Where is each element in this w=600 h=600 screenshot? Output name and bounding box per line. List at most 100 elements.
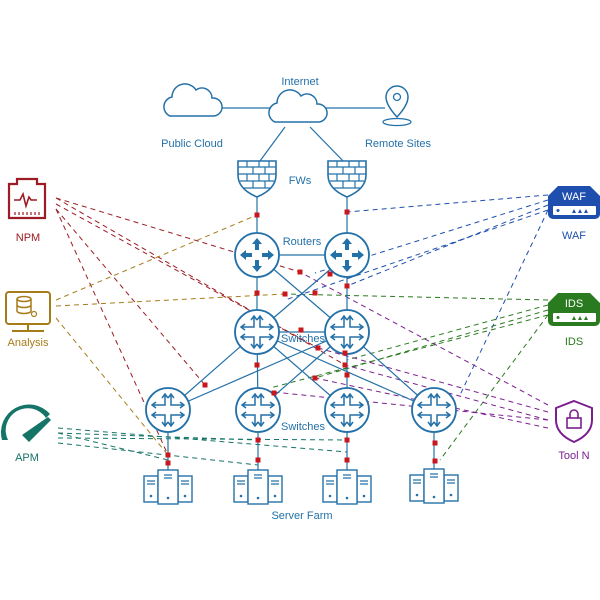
npm-label: NPM (16, 232, 40, 244)
router-circle (234, 232, 280, 278)
analysis-icon (5, 291, 51, 332)
server-led (415, 493, 419, 497)
server-unit (177, 475, 193, 503)
tool-waf[interactable]: WAF WAF (548, 186, 600, 242)
tap-connection (55, 203, 319, 349)
switch-arrows (239, 314, 275, 350)
switch-circle (145, 387, 191, 433)
tap-point (254, 212, 260, 218)
server-icon (409, 468, 459, 504)
tap-point (255, 457, 261, 463)
ids-appliance-icon: IDS (548, 293, 600, 326)
tap-connection (317, 347, 549, 413)
server-led (273, 494, 277, 498)
tap-connection (55, 293, 286, 307)
tap-point (312, 290, 318, 296)
server-led (149, 494, 153, 498)
server-unit (233, 475, 249, 503)
routers-label: Routers (283, 236, 322, 248)
server-led (362, 494, 366, 498)
tap-point (282, 291, 288, 297)
tap-point (312, 375, 318, 381)
switch-circle (234, 309, 280, 355)
tap-point (344, 209, 350, 215)
tap-connection (284, 209, 549, 301)
switch-icon (145, 387, 191, 433)
tap-point (202, 382, 208, 388)
tap-point (315, 345, 321, 351)
server-unit (356, 475, 372, 503)
server-unit (247, 469, 269, 505)
tap-point (344, 437, 350, 443)
tool-connections (55, 194, 549, 466)
tool-analysis[interactable]: Analysis (5, 291, 51, 349)
switch-icon (411, 387, 457, 433)
waf-label: WAF (562, 230, 586, 242)
tap-connection (272, 391, 549, 421)
tap-connection (346, 204, 549, 287)
tap-connection (57, 427, 348, 453)
tap-point (432, 440, 438, 446)
router-circle (324, 232, 370, 278)
tap-connection (299, 271, 549, 406)
agg-switches-label: Switches (281, 333, 326, 345)
tap-connection (55, 214, 258, 301)
location-pin-icon (385, 85, 409, 119)
server-led (449, 493, 453, 497)
internet-cloud-icon (268, 89, 328, 123)
tap-connection (346, 304, 549, 361)
server-unit (157, 469, 179, 505)
apm-label: APM (15, 452, 39, 464)
server-unit (423, 468, 445, 504)
tap-connection (439, 314, 549, 461)
server-led (256, 496, 260, 500)
tap-connection (55, 197, 346, 366)
tap-connection (57, 437, 348, 441)
tap-point (344, 457, 350, 463)
public-cloud-label: Public Cloud (161, 138, 223, 150)
server-unit (143, 475, 159, 503)
tap-point (342, 350, 348, 356)
router-icon (324, 232, 370, 278)
switch-arrows (150, 392, 186, 428)
server-slot (343, 474, 351, 479)
server-icon (233, 469, 283, 505)
ids-badge: IDS (565, 298, 583, 310)
server-slot (326, 480, 334, 485)
tap-point (344, 283, 350, 289)
fws-label: FWs (289, 175, 312, 187)
location-ring (382, 117, 412, 127)
tool-n[interactable]: Tool N (555, 399, 593, 462)
tap-point (342, 362, 348, 368)
gauge-icon (0, 404, 51, 442)
network-link (167, 331, 348, 411)
tool-npm[interactable]: NPM (7, 177, 47, 244)
switch-arrows (416, 392, 452, 428)
tool-apm[interactable]: APM (0, 404, 51, 464)
tap-point (271, 390, 277, 396)
npm-icon (7, 177, 47, 220)
firewall-icon (327, 160, 367, 198)
firewall-icon (237, 160, 277, 198)
switch-icon (234, 309, 280, 355)
tool-ids[interactable]: IDS IDS (548, 293, 600, 348)
tap-point (344, 372, 350, 378)
server-unit (267, 475, 283, 503)
tap-point (432, 458, 438, 464)
tap-connection (55, 197, 301, 273)
tap-connection (57, 442, 259, 466)
server-led (166, 496, 170, 500)
network-link (256, 331, 435, 411)
tap-connection (57, 432, 169, 461)
analysis-label: Analysis (8, 337, 49, 349)
ids-label: IDS (565, 336, 583, 348)
server-slot (360, 480, 368, 485)
switch-circle (235, 387, 281, 433)
switch-icon (324, 309, 370, 355)
tap-point (297, 269, 303, 275)
server-led (345, 496, 349, 500)
tap-point (327, 271, 333, 277)
tap-point (254, 290, 260, 296)
shield-lock-icon (555, 399, 593, 444)
